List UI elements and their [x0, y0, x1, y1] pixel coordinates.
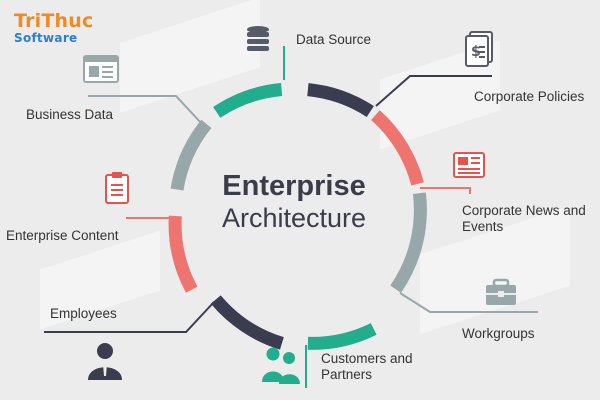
ring-segment-corporate-policies: [307, 83, 374, 118]
svg-text:$: $: [471, 44, 481, 60]
ring-segment-employees: [210, 295, 284, 350]
database-icon: [247, 26, 269, 51]
label-customers: Customers and Partners: [321, 351, 413, 382]
connector-workgroups: [399, 292, 538, 313]
policy-document-icon: $: [465, 31, 493, 67]
newspaper-icon: [453, 152, 485, 178]
ring-segment-customers: [307, 323, 377, 350]
ring-segment-corporate-news: [370, 110, 424, 186]
logo-wordmark-bottom: Software: [14, 31, 78, 45]
browser-window-icon: [83, 55, 119, 83]
ring-segment-data-source: [213, 83, 283, 118]
label-enterprise-content: Enterprise Content: [6, 228, 119, 243]
center-title: Enterprise Architecture: [196, 170, 392, 234]
label-business-data: Business Data: [26, 107, 114, 122]
employee-icon: [88, 343, 122, 380]
label-workgroups: Workgroups: [462, 326, 535, 341]
briefcase-icon: [486, 278, 516, 305]
center-title-line1: Enterprise: [222, 170, 366, 202]
label-corporate-news: Corporate News and Events: [462, 203, 586, 234]
ring-segment-enterprise-content: [168, 215, 198, 293]
clipboard-icon: [105, 172, 129, 204]
label-data-source: Data Source: [296, 32, 372, 47]
connector-business-data: [88, 95, 203, 125]
label-employees: Employees: [50, 306, 117, 321]
connector-corporate-news: [420, 187, 471, 194]
center-title-line2: Architecture: [221, 203, 367, 233]
ring-segment-business-data: [170, 119, 212, 191]
label-corporate-policies: Corporate Policies: [474, 89, 585, 104]
logo-wordmark-top: TriThuc: [14, 10, 94, 32]
connector-employees: [44, 301, 215, 333]
connector-corporate-policies: [375, 75, 492, 107]
trithuc-software-logo: TriThuc Software: [14, 10, 94, 45]
customers-icon: [262, 347, 300, 384]
ring-segment-workgroups: [390, 192, 427, 293]
